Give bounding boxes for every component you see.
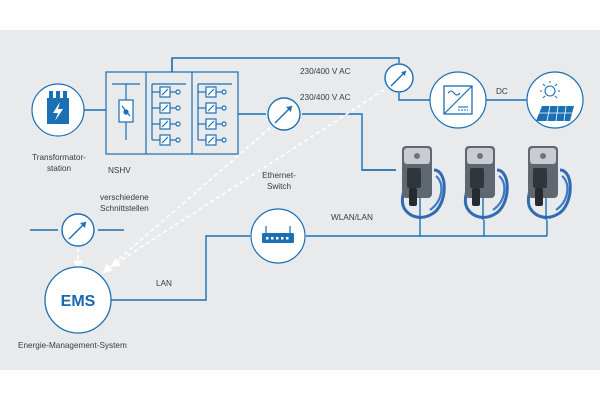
- ems-label: EMS: [61, 293, 96, 310]
- ethernet-switch-label-line2: Switch: [266, 182, 292, 192]
- transformer-icon: [31, 83, 85, 137]
- ac-label-upper: 230/400 V AC: [300, 67, 351, 76]
- interfaces-label: verschiedene Schnittstellen: [100, 192, 149, 214]
- breaker-icon: [198, 118, 227, 130]
- interfaces-label-line2: Schnittstellen: [100, 204, 149, 214]
- wlan-label: WLAN/LAN: [331, 213, 373, 222]
- breaker-icon: [198, 86, 227, 98]
- solar-panel-icon: [526, 71, 584, 129]
- dc-label: DC: [496, 87, 508, 96]
- ems-node: EMS: [44, 266, 112, 334]
- wallbox-charger-icon: [463, 146, 509, 220]
- meter-icon: [384, 63, 414, 93]
- charger-group: [400, 146, 572, 220]
- breaker-icon: [152, 134, 181, 146]
- ethernet-switch-label: Ethernet- Switch: [254, 170, 304, 192]
- nshv-label: NSHV: [108, 166, 131, 175]
- meter-icon: [61, 213, 95, 247]
- breaker-icon: [152, 86, 181, 98]
- power-wires: [84, 57, 528, 171]
- lan-label: LAN: [156, 279, 172, 288]
- transformer-label: Transformator- station: [22, 152, 96, 174]
- interfaces-label-line1: verschiedene: [100, 193, 149, 202]
- transformer-label-line1: Transformator-: [32, 153, 86, 162]
- ac-label-lower: 230/400 V AC: [300, 93, 351, 102]
- ethernet-switch-label-line1: Ethernet-: [262, 171, 296, 180]
- transformer-label-line2: station: [46, 164, 72, 174]
- inverter-icon: [429, 71, 487, 129]
- breaker-icon: [198, 102, 227, 114]
- breaker-icon: [152, 118, 181, 130]
- breaker-icon: [152, 102, 181, 114]
- nshv-switchboard: [105, 71, 239, 155]
- breaker-icon: [198, 134, 227, 146]
- wallbox-charger-icon: [400, 146, 446, 220]
- data-wires: [30, 220, 548, 301]
- ems-caption: Energie-Management-System: [18, 341, 127, 350]
- meter-icon: [267, 97, 301, 131]
- dashed-data-links: [73, 85, 391, 274]
- wallbox-charger-icon: [526, 146, 572, 220]
- ethernet-switch-icon: [250, 208, 306, 264]
